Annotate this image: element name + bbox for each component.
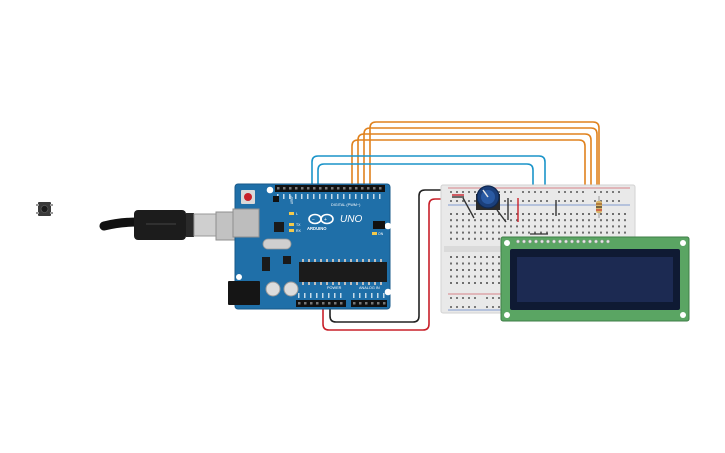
- lcd-pin-header: [516, 239, 610, 244]
- wire-black-gnd[interactable]: [329, 189, 444, 323]
- rx-label: RX: [296, 229, 302, 233]
- digital-label: DIGITAL (PWM~): [331, 203, 361, 207]
- analog-header[interactable]: [351, 300, 387, 307]
- pushbutton-icon[interactable]: [36, 202, 53, 216]
- svg-text:+: +: [324, 217, 327, 223]
- tx-label: TX: [296, 223, 301, 227]
- uno-logo-text: UNO: [340, 214, 362, 225]
- digital-header[interactable]: [275, 185, 385, 192]
- wire-orange-1[interactable]: [351, 139, 586, 214]
- usb-jack: [232, 208, 260, 238]
- arduino-logo: − +: [308, 213, 334, 225]
- atmega-chip: [299, 262, 387, 282]
- arduino-uno-board[interactable]: − + UNO ARDUINO DIGITAL (PWM~) POWER ANA…: [228, 183, 392, 310]
- wire-orange-3[interactable]: [363, 127, 598, 214]
- lcd-screen: [517, 257, 673, 302]
- aref-label: AREF: [290, 195, 294, 204]
- lcd-display[interactable]: [500, 236, 690, 322]
- on-label: ON: [378, 232, 384, 236]
- svg-text:−: −: [312, 217, 315, 223]
- power-header[interactable]: [296, 300, 346, 307]
- reset-button[interactable]: [241, 190, 255, 204]
- wire-orange-4[interactable]: [369, 121, 600, 214]
- power-label: POWER: [327, 286, 342, 290]
- wire-blue-1[interactable]: [311, 155, 546, 214]
- brand-text: ARDUINO: [307, 226, 327, 231]
- potentiometer-icon[interactable]: [476, 185, 500, 210]
- wire-red-5v[interactable]: [322, 198, 444, 331]
- resistor-icon[interactable]: [596, 196, 602, 218]
- wire-blue-2[interactable]: [317, 163, 534, 214]
- usb-cable-icon[interactable]: [99, 210, 243, 241]
- l-label: L: [296, 212, 298, 216]
- wires: [311, 121, 600, 331]
- power-jack: [228, 281, 260, 305]
- wire-orange-2[interactable]: [357, 133, 592, 214]
- breadboard-jumpers: [452, 194, 557, 235]
- analog-label: ANALOG IN: [359, 286, 380, 290]
